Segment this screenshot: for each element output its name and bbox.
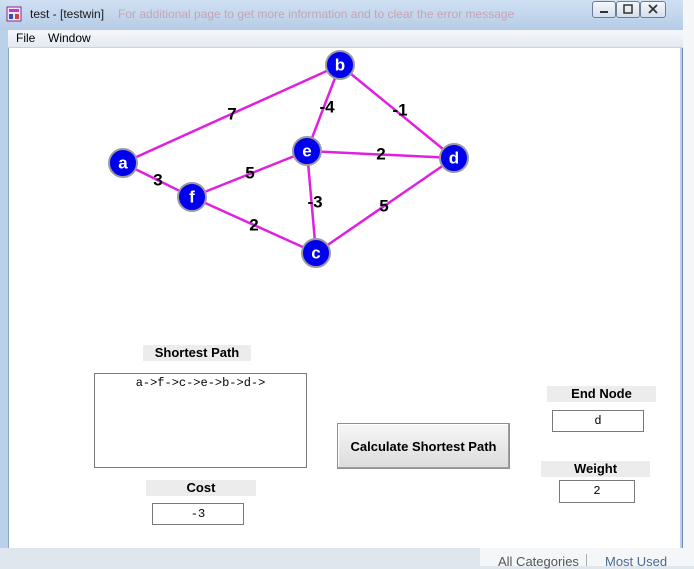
node-label-d: d xyxy=(449,148,459,167)
graph-node-a[interactable] xyxy=(108,148,138,178)
maximize-icon xyxy=(623,4,633,14)
edge-weight-b-e: -4 xyxy=(319,97,335,116)
edge-weight-e-d: 2 xyxy=(376,144,385,163)
close-icon xyxy=(648,4,658,14)
edge-weight-a-f: 3 xyxy=(153,170,162,189)
node-label-a: a xyxy=(118,153,128,172)
shortest-path-label: Shortest Path xyxy=(143,345,251,361)
node-label-e: e xyxy=(302,141,311,160)
graph-edge-b-d xyxy=(339,64,455,159)
graph-edge-e-d xyxy=(306,149,455,160)
graph-edge-f-c xyxy=(191,195,317,255)
weight-label: Weight xyxy=(541,461,650,477)
edge-weight-b-d: -1 xyxy=(392,100,407,119)
graph-edge-b-e xyxy=(305,64,342,152)
graph-canvas: 7 3 -4 -1 5 2 -3 2 5 a b c d e f xyxy=(108,50,469,268)
menu-file[interactable]: File xyxy=(16,31,36,45)
title-bar[interactable]: test - [testwin] For additional page to … xyxy=(0,0,683,30)
shortest-path-output[interactable]: a->f->c->e->b->d-> xyxy=(94,373,307,468)
calculate-shortest-path-button[interactable]: Calculate Shortest Path xyxy=(337,423,510,469)
graph-node-c[interactable] xyxy=(301,238,331,268)
client-area: 7 3 -4 -1 5 2 -3 2 5 a b c d e f Shortest Path a->f->c… xyxy=(8,48,680,548)
node-label-c: c xyxy=(311,243,320,262)
background-page-edge xyxy=(683,0,694,566)
graph-node-f[interactable] xyxy=(177,182,207,212)
most-used-link[interactable]: Most Used xyxy=(605,554,668,569)
background-ghost-text: For additional page to get more informat… xyxy=(118,7,515,21)
app-icon xyxy=(6,6,22,22)
footer-divider xyxy=(586,554,587,566)
minimize-button[interactable] xyxy=(592,1,616,18)
edge-weight-e-c: -3 xyxy=(307,192,322,211)
minimize-icon xyxy=(600,11,608,13)
menu-window[interactable]: Window xyxy=(48,31,91,45)
graph-edge-a-b xyxy=(122,63,341,165)
cost-label: Cost xyxy=(146,480,256,496)
graph-node-d[interactable] xyxy=(439,143,469,173)
end-node-field[interactable]: d xyxy=(552,410,644,432)
edge-weight-c-d: 5 xyxy=(379,196,388,215)
all-categories-link[interactable]: All Categories xyxy=(498,554,579,569)
cost-field[interactable]: -3 xyxy=(152,503,244,525)
close-button[interactable] xyxy=(640,1,666,18)
graph-node-e[interactable] xyxy=(292,136,322,166)
graph-edge-c-d xyxy=(315,156,455,255)
weight-field[interactable]: 2 xyxy=(559,480,635,503)
graph-edge-e-c xyxy=(305,150,318,254)
node-label-b: b xyxy=(335,55,345,74)
graph-edge-f-e xyxy=(191,149,308,199)
app-window: test - [testwin] For additional page to … xyxy=(0,0,683,548)
background-page-footer: All Categories Most Used xyxy=(480,548,694,569)
edge-weight-f-e: 5 xyxy=(245,163,254,182)
edge-weight-a-b: 7 xyxy=(227,104,236,123)
window-title: test - [testwin] xyxy=(30,7,105,21)
edge-weight-f-c: 2 xyxy=(249,215,258,234)
menu-bar: File Window xyxy=(8,30,683,48)
end-node-label: End Node xyxy=(547,386,656,402)
maximize-button[interactable] xyxy=(616,1,640,18)
node-label-f: f xyxy=(189,187,195,206)
graph-node-b[interactable] xyxy=(325,50,355,80)
